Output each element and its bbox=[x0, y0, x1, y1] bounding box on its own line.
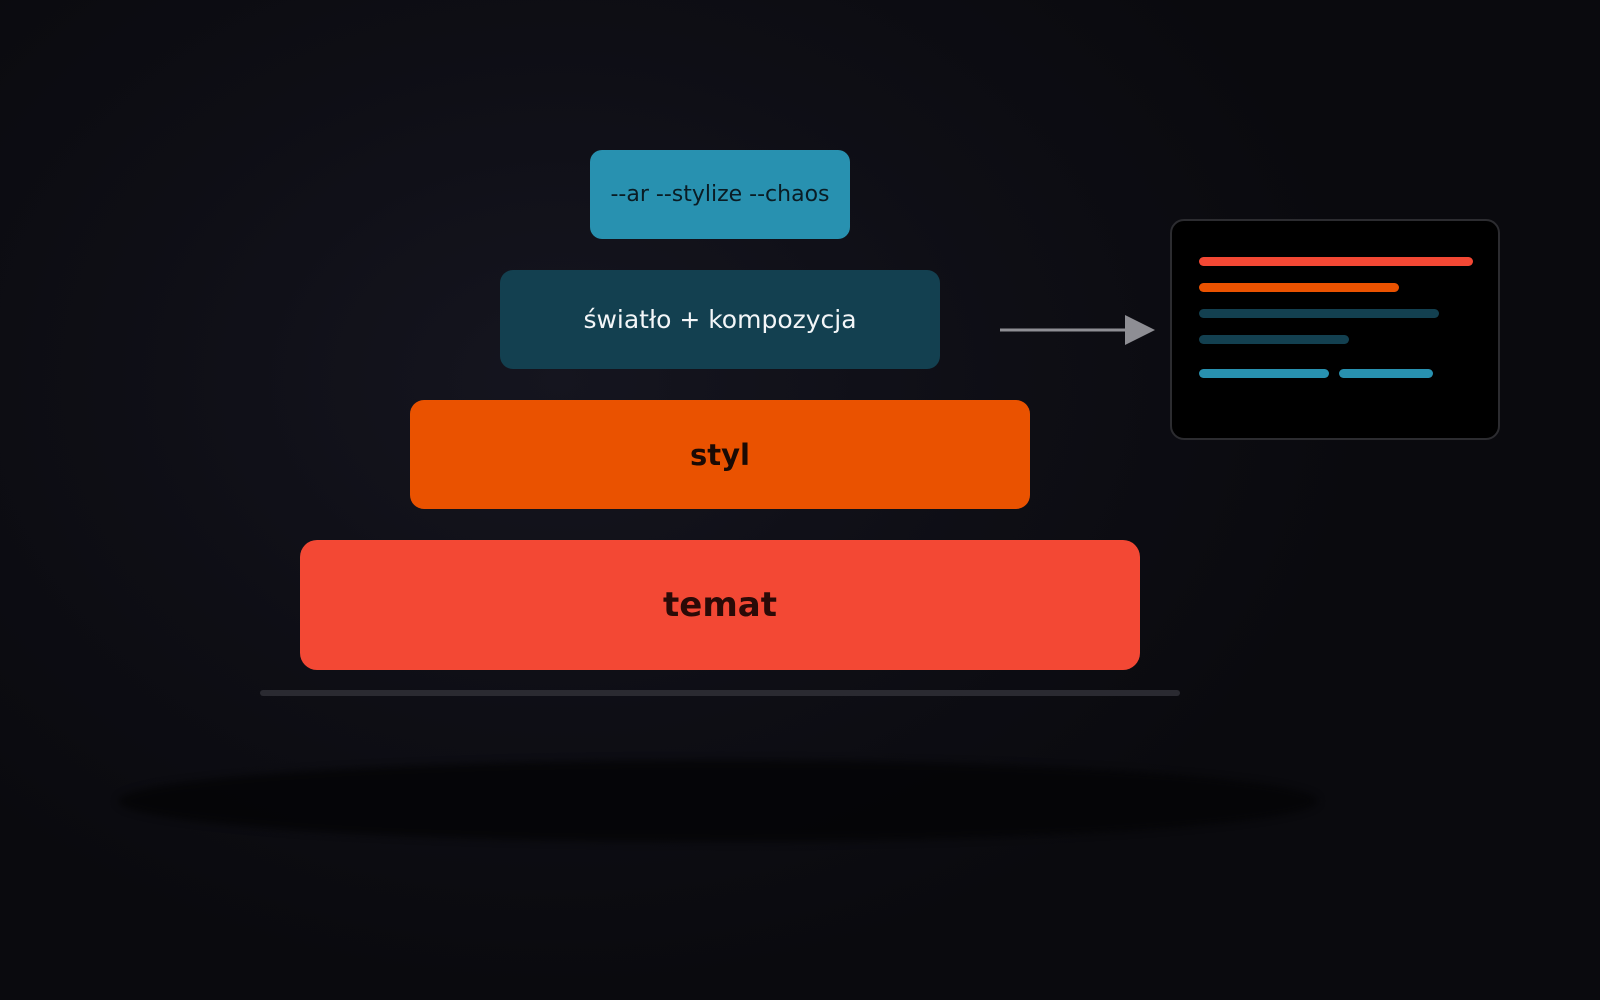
pyramid-layer-light-composition: światło + kompozycja bbox=[500, 270, 940, 369]
layer-label-light-composition: światło + kompozycja bbox=[583, 305, 857, 334]
output-line bbox=[1199, 369, 1329, 378]
layer-label-style: styl bbox=[690, 437, 750, 472]
pyramid-layer-subject: temat bbox=[300, 540, 1140, 670]
output-preview-card bbox=[1170, 219, 1500, 440]
floor-shadow bbox=[118, 760, 1318, 842]
arrow-right-icon bbox=[1000, 315, 1155, 345]
output-line bbox=[1339, 369, 1433, 378]
output-line bbox=[1199, 283, 1399, 292]
pyramid-layer-style: styl bbox=[410, 400, 1030, 509]
pyramid-baseline bbox=[260, 690, 1180, 696]
output-line bbox=[1199, 309, 1439, 318]
layer-label-subject: temat bbox=[663, 585, 777, 625]
layer-label-parameters: --ar --stylize --chaos bbox=[610, 182, 830, 207]
output-line bbox=[1199, 257, 1473, 266]
pyramid-layer-parameters: --ar --stylize --chaos bbox=[590, 150, 850, 239]
output-line bbox=[1199, 335, 1349, 344]
